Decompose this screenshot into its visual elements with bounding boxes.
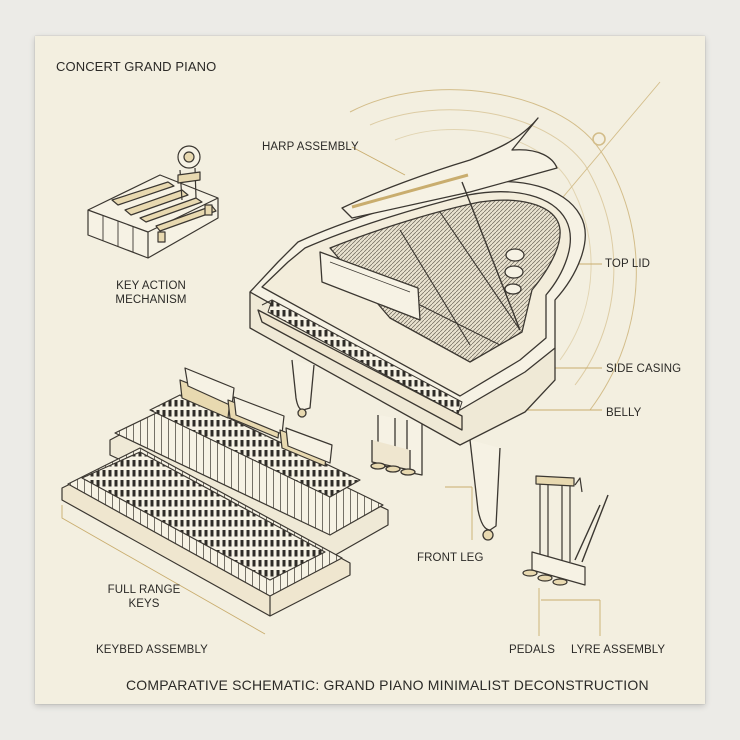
grand-piano (249, 117, 586, 541)
full-range-keys-label: FULL RANGE KEYS (100, 583, 188, 611)
key-action-label-line2: MECHANISM (115, 294, 187, 306)
top-lid-label: TOP LID (605, 258, 651, 270)
harp-assembly-label: HARP ASSEMBLY (262, 141, 359, 153)
front-leg-label: FRONT LEG (417, 552, 484, 564)
lyre-assembly-label: LYRE ASSEMBLY (571, 644, 666, 656)
belly-label: BELLY (606, 407, 642, 419)
key-action-mechanism (87, 145, 219, 259)
side-casing-label: SIDE CASING (606, 363, 682, 375)
key-action-label-line1: KEY ACTION (116, 280, 186, 292)
full-range-keys-line1: FULL RANGE (107, 584, 181, 596)
key-action-label: KEY ACTION MECHANISM (96, 279, 206, 307)
orbit-arcs (349, 81, 661, 411)
full-range-keys-line2: KEYS (128, 598, 160, 610)
keybed-assembly-label: KEYBED ASSEMBLY (96, 644, 208, 656)
keybed-assembly (61, 367, 389, 617)
pedals-label: PEDALS (509, 644, 555, 656)
page-title: CONCERT GRAND PIANO (56, 59, 217, 74)
schematic-caption: COMPARATIVE SCHEMATIC: GRAND PIANO MINIM… (126, 677, 649, 693)
lyre-assembly (522, 475, 609, 586)
